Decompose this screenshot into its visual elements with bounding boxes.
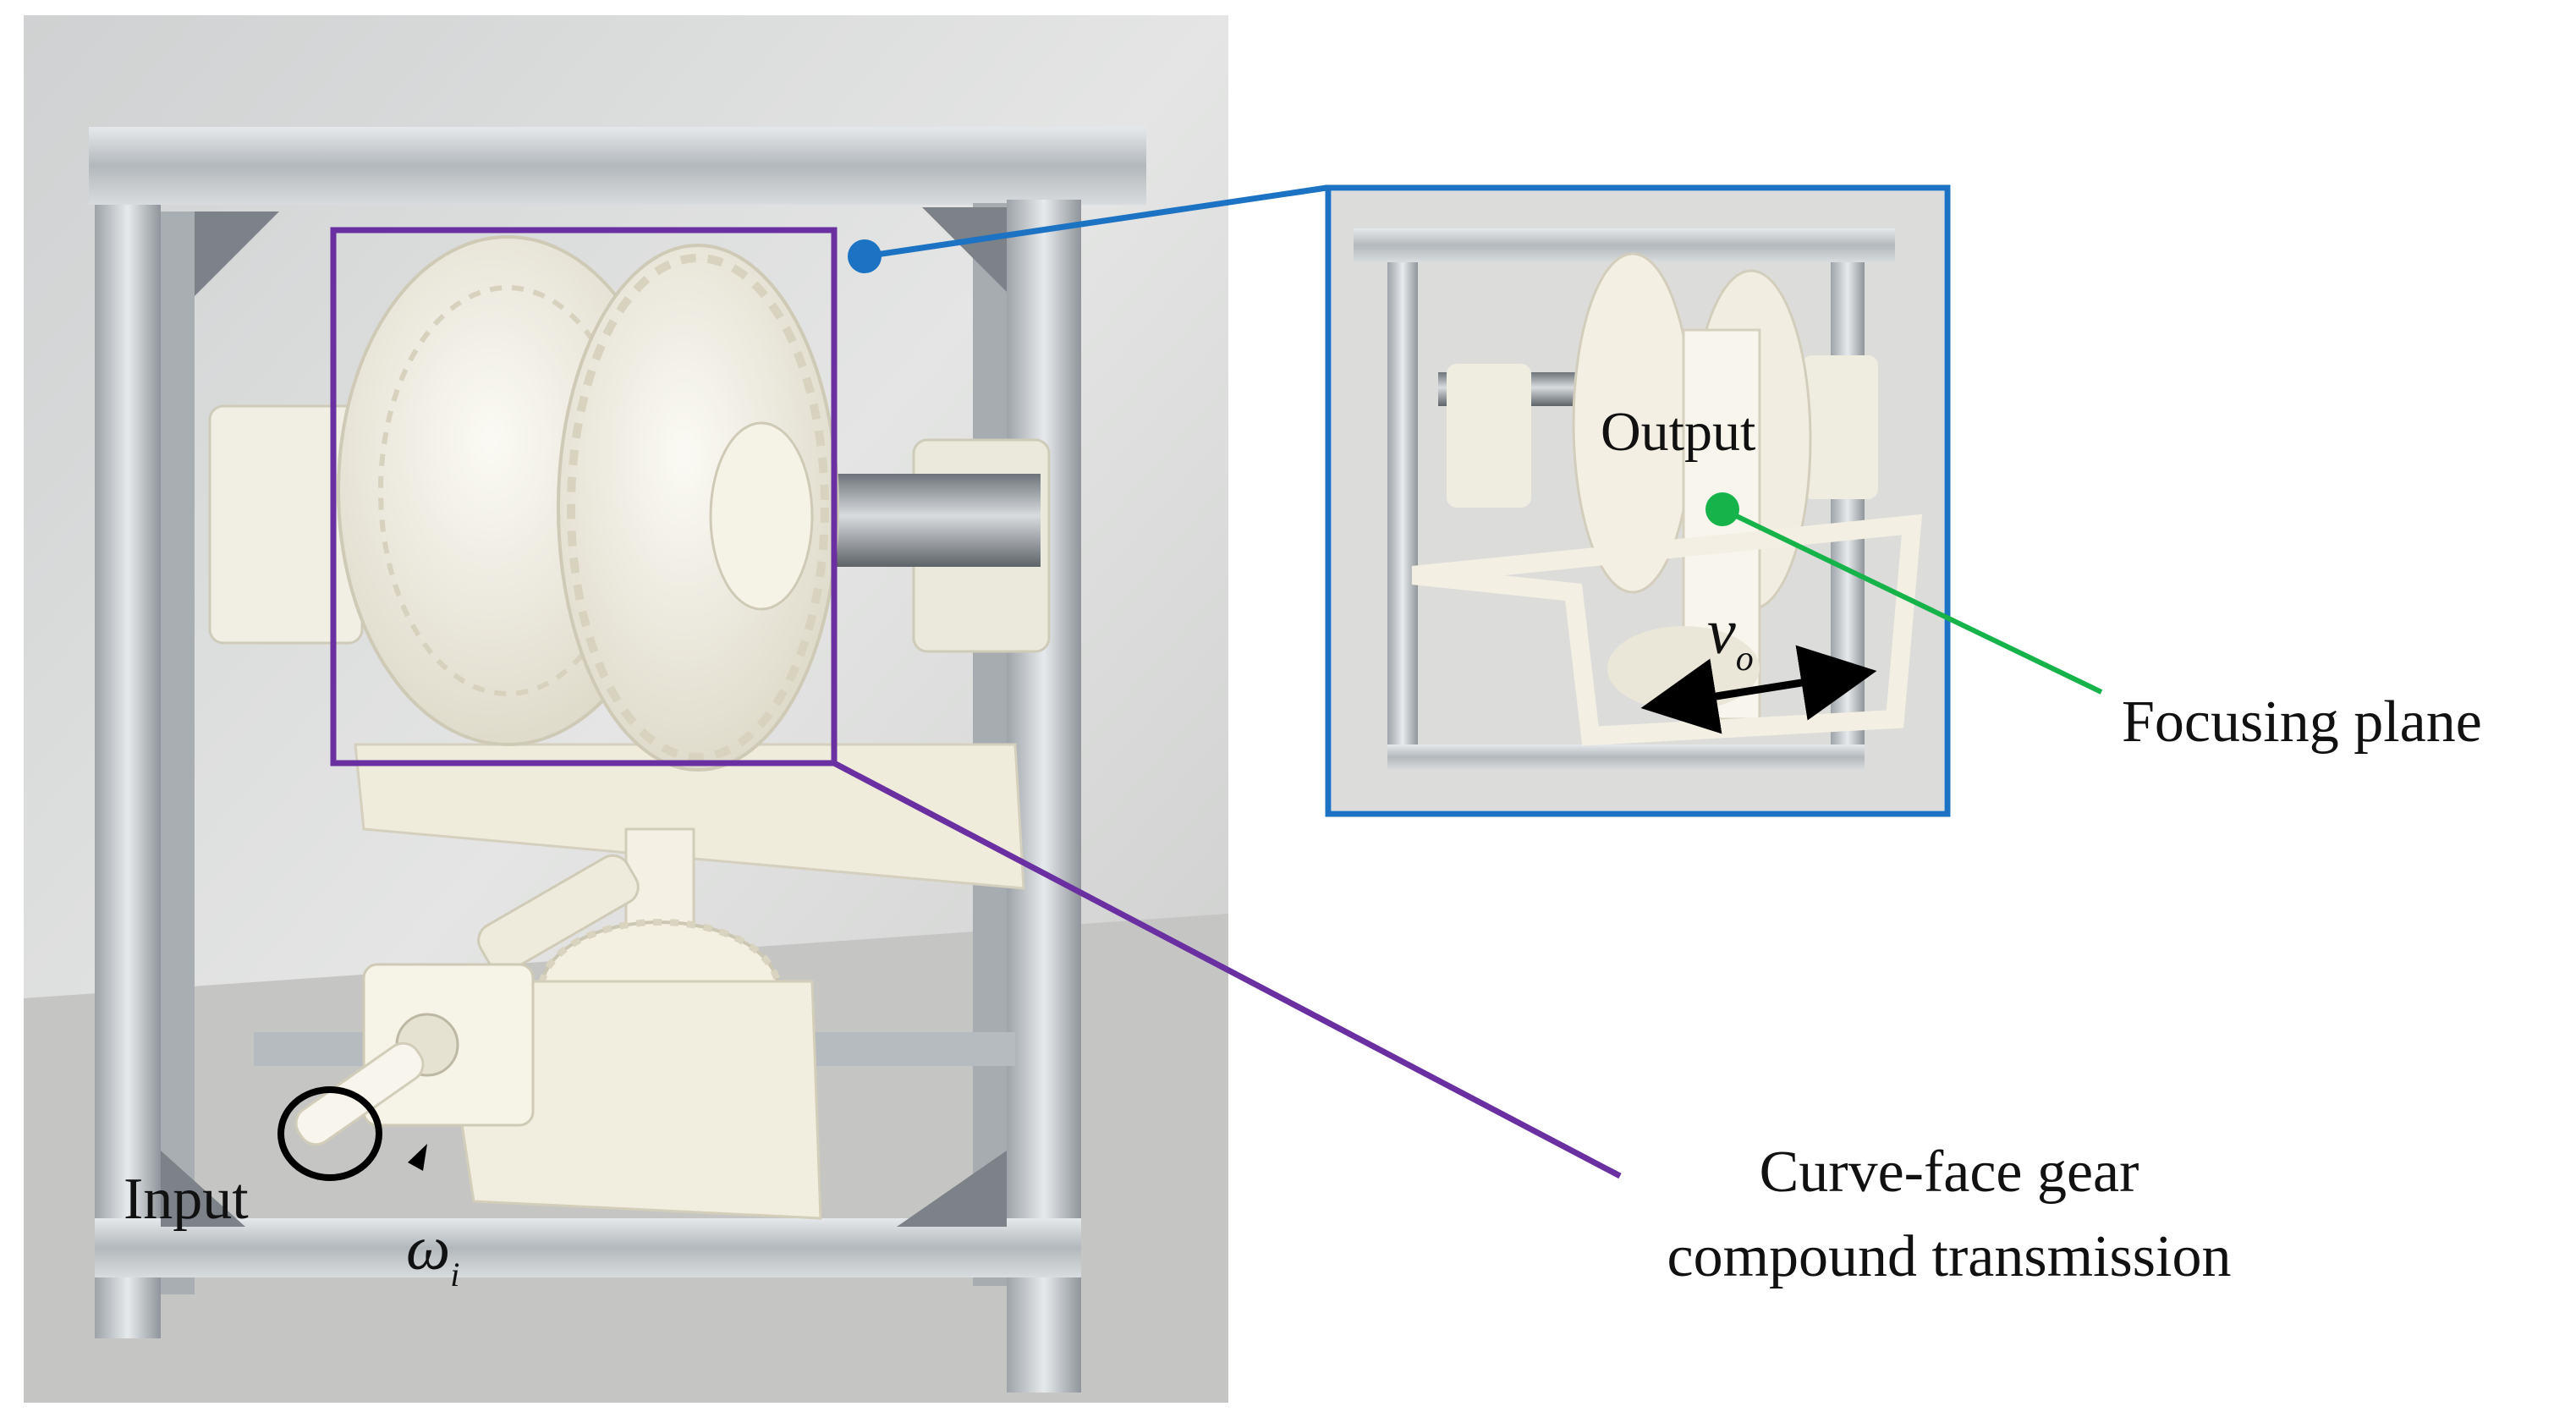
velocity-subscript: o: [1736, 640, 1754, 679]
gear-hub: [709, 421, 814, 611]
middle-base-plate: [354, 743, 1025, 890]
inset-photo: [1332, 191, 1944, 810]
focusing-plane-label: Focusing plane: [2122, 690, 2482, 755]
right-gear-teeth: [567, 254, 829, 761]
transmission-label-line2: compound transmission: [1667, 1224, 2232, 1289]
velocity-symbol: vo: [1707, 596, 1754, 679]
corner-bracket-bottom-left: [161, 1151, 245, 1227]
frame-inner-left-post: [161, 212, 195, 1294]
inset-frame-box: [1325, 184, 1951, 817]
omega-symbol: ωi: [406, 1214, 459, 1294]
frame-bottom-rail: [95, 1218, 1081, 1277]
right-curve-face-gear: [557, 244, 839, 772]
corner-bracket-top-right: [922, 207, 1007, 292]
curve-face-gear-pair: [337, 235, 839, 772]
frame-left-post: [95, 205, 161, 1338]
focusing-plane-dot: [1705, 492, 1739, 526]
inset-frame-bottom-rail: [1387, 744, 1865, 770]
transmission-highlight-box: [330, 227, 838, 766]
omega-main: ω: [406, 1214, 450, 1283]
frame-top-rail: [89, 127, 1146, 205]
worm: [477, 854, 640, 974]
rotation-arrow-head: [408, 1144, 427, 1171]
velocity-double-arrow: [1640, 645, 1877, 734]
inset-left-plate: [1447, 364, 1531, 508]
input-rotation-arrow: [277, 1086, 382, 1181]
output-label: Output: [1601, 401, 1755, 463]
inset-frame-left-post: [1387, 262, 1418, 770]
input-label: Input: [124, 1167, 249, 1232]
corner-bracket-top-left: [195, 212, 279, 296]
inset-leader-line: [864, 184, 1327, 260]
bottom-base-plate: [438, 980, 822, 1220]
transmission-leader-line: [832, 760, 1622, 1179]
transmission-label-line1: Curve-face gear: [1760, 1140, 2139, 1205]
inset-right-plate: [1802, 355, 1878, 499]
inset-frame-right-post: [1831, 262, 1865, 770]
main-photo: [24, 15, 1228, 1403]
inset-leader-dot: [848, 239, 882, 273]
focusing-plane-leader-line: [1721, 507, 2103, 695]
omega-subscript: i: [450, 1255, 459, 1294]
velocity-main: v: [1707, 596, 1736, 668]
corner-bracket-bottom-right: [897, 1151, 1007, 1227]
